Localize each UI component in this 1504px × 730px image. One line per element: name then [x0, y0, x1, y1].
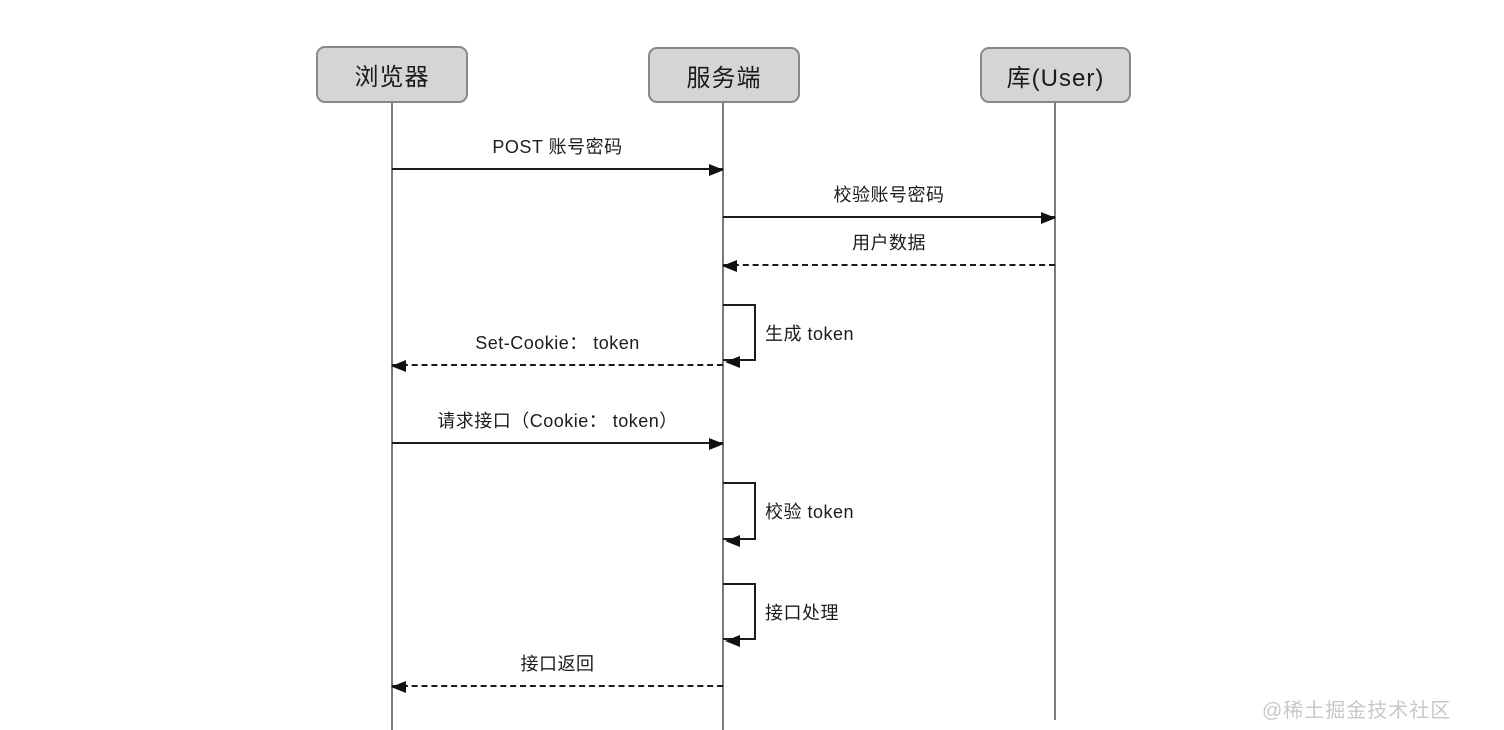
arrowhead-right-icon [1041, 212, 1056, 224]
self-message-generate-token: 生成 token [723, 304, 854, 368]
message-label: 接口处理 [765, 602, 839, 623]
message-label: 接口返回 [520, 654, 595, 674]
self-message-verify-token: 校验 token [723, 482, 854, 547]
actor-browser-label: 浏览器 [354, 64, 430, 91]
actor-database-label: 库(User) [1006, 64, 1105, 92]
arrow-line [392, 442, 723, 444]
message-label: 请求接口（Cookie： token） [437, 411, 678, 431]
self-loop-line [723, 304, 756, 361]
actor-database: 库(User) [980, 47, 1131, 103]
arrowhead-left-icon [725, 635, 740, 647]
message-label: 生成 token [765, 323, 855, 344]
message-verify-credentials: 校验账号密码 [723, 183, 1056, 224]
message-label: 用户数据 [852, 233, 926, 253]
arrowhead-right-icon [709, 164, 724, 176]
arrowhead-left-icon [722, 260, 737, 272]
message-label: POST 账号密码 [492, 137, 623, 157]
actor-browser: 浏览器 [316, 46, 468, 103]
watermark: @稀土掘金技术社区 [1262, 700, 1452, 722]
message-user-data: 用户数据 [722, 231, 1055, 272]
message-label: Set-Cookie： token [475, 333, 640, 353]
arrow-line [392, 685, 723, 687]
arrowhead-left-icon [391, 681, 406, 693]
arrow-line [392, 364, 723, 366]
message-post-credentials: POST 账号密码 [392, 135, 724, 176]
self-loop-line [723, 482, 756, 540]
lifeline-database [1054, 103, 1056, 720]
message-request-api-with-cookie: 请求接口（Cookie： token） [392, 409, 724, 450]
arrowhead-right-icon [709, 438, 724, 450]
arrowhead-left-icon [725, 535, 740, 547]
self-message-api-processing: 接口处理 [723, 583, 839, 647]
arrow-line [392, 168, 723, 170]
self-loop-line [723, 583, 756, 640]
message-api-response: 接口返回 [391, 652, 723, 693]
lifeline-server [722, 103, 724, 730]
actor-server: 服务端 [648, 47, 800, 103]
arrow-line [723, 264, 1055, 266]
message-label: 校验 token [765, 502, 855, 522]
arrowhead-left-icon [725, 356, 740, 368]
actor-server-label: 服务端 [686, 64, 762, 92]
message-set-cookie-token: Set-Cookie： token [391, 331, 723, 372]
arrowhead-left-icon [391, 360, 406, 372]
message-label: 校验账号密码 [833, 185, 945, 205]
arrow-line [723, 216, 1055, 218]
lifeline-browser [391, 103, 393, 730]
